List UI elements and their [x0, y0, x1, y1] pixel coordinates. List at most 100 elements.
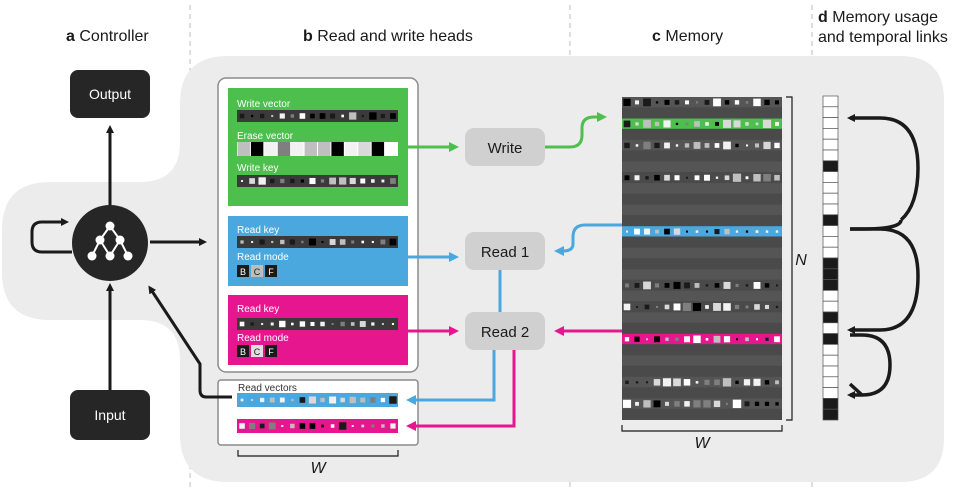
read2-key-strip [237, 318, 398, 330]
vector-cell [299, 321, 306, 327]
vector-cell [371, 322, 375, 326]
vector-cell [340, 321, 345, 327]
vector-cell [290, 114, 295, 118]
vector-cell [361, 424, 365, 428]
usage-cell [822, 322, 839, 334]
memory-cell [643, 400, 651, 408]
memory-cell [664, 142, 670, 149]
memory-row [622, 376, 782, 388]
vector-cell [304, 142, 317, 156]
memory-row [622, 355, 782, 366]
memory-cell [683, 379, 691, 386]
memory-cell [655, 101, 659, 104]
vector-cell [260, 113, 265, 119]
write-head-box [465, 128, 545, 166]
strip-background [237, 318, 398, 330]
vector-cell [319, 113, 326, 119]
section-a-title: Controller [79, 28, 149, 45]
memory-cell [705, 305, 709, 309]
read2-mode-label: Read mode [237, 333, 289, 344]
read2-head-label: Read 2 [481, 324, 529, 341]
memory-row [622, 140, 782, 151]
read-vector-1-strip [237, 393, 398, 407]
memory-cell [654, 121, 660, 127]
read1-head-label: Read 1 [481, 244, 529, 261]
memory-cell [764, 99, 770, 106]
memory-cell [754, 143, 760, 148]
memory-cell [622, 399, 632, 408]
vector-cell [279, 397, 285, 403]
vector-cell [250, 114, 254, 118]
memory-cell [674, 175, 680, 181]
vector-cell [320, 321, 325, 327]
strip-background [237, 175, 398, 187]
write-vector-label: Write vector [237, 99, 291, 110]
memory-row [622, 247, 782, 258]
section-c-heading: c Memory [652, 28, 723, 46]
memory-cell [645, 176, 649, 180]
vector-cell [350, 322, 355, 326]
read1-mode-c: C [254, 267, 261, 277]
memory-cell [715, 121, 719, 126]
write-connectors [408, 112, 607, 152]
memory-row [622, 312, 782, 323]
usage-cell [822, 398, 839, 410]
memory-cell [693, 335, 701, 343]
read1-mode-f: F [268, 267, 274, 277]
memory-cell [624, 175, 630, 181]
memory-cell [724, 175, 730, 181]
input-label: Input [94, 407, 125, 423]
memory-n-label: N [795, 252, 807, 269]
memory-row [622, 323, 782, 334]
memory-cell [735, 143, 739, 148]
vector-cell [290, 178, 295, 184]
usage-cell [822, 376, 839, 388]
memory-cell [686, 176, 688, 179]
memory-cell [684, 282, 690, 289]
memory-cell [693, 400, 701, 408]
read1-head-box [465, 232, 545, 270]
usage-cell [822, 408, 839, 421]
vector-cell [389, 396, 397, 404]
usage-cell [822, 138, 839, 151]
vector-cell [370, 397, 376, 403]
memory-cell [625, 380, 629, 385]
vector-cell [260, 397, 265, 403]
usage-cell [822, 257, 839, 270]
vector-cell [310, 321, 315, 327]
memory-cell [762, 119, 772, 129]
memory-cell [693, 142, 701, 149]
vector-cell [385, 142, 398, 156]
vector-cell [381, 179, 385, 183]
vector-cell [309, 177, 316, 185]
vector-cell [241, 180, 244, 182]
memory-cell [625, 283, 629, 288]
vector-cell [308, 396, 317, 404]
memory-cell [686, 230, 688, 233]
memory-cell [732, 399, 742, 409]
vector-cell [351, 240, 355, 244]
write-key-strip [237, 175, 398, 187]
memory-cell [723, 281, 731, 289]
memory-cell [695, 101, 699, 104]
vector-cell [321, 424, 324, 428]
heads-w-bracket [237, 450, 399, 457]
usage-cell [822, 182, 839, 194]
vector-cell [264, 142, 277, 156]
memory-cell [736, 338, 738, 341]
memory-row [622, 97, 782, 108]
vector-cell [341, 114, 344, 118]
vector-cell [320, 179, 325, 183]
memory-row [622, 150, 782, 162]
memory-cell [734, 100, 740, 105]
memory-cell [745, 337, 749, 342]
memory-row [622, 258, 782, 269]
memory-cell [715, 176, 719, 179]
vector-cell [240, 240, 244, 244]
memory-cell [695, 230, 699, 233]
read2-key-label: Read key [237, 304, 279, 315]
vector-cell [299, 113, 306, 119]
memory-row [622, 204, 782, 215]
vector-cell [369, 112, 377, 120]
memory-cell [764, 283, 770, 288]
